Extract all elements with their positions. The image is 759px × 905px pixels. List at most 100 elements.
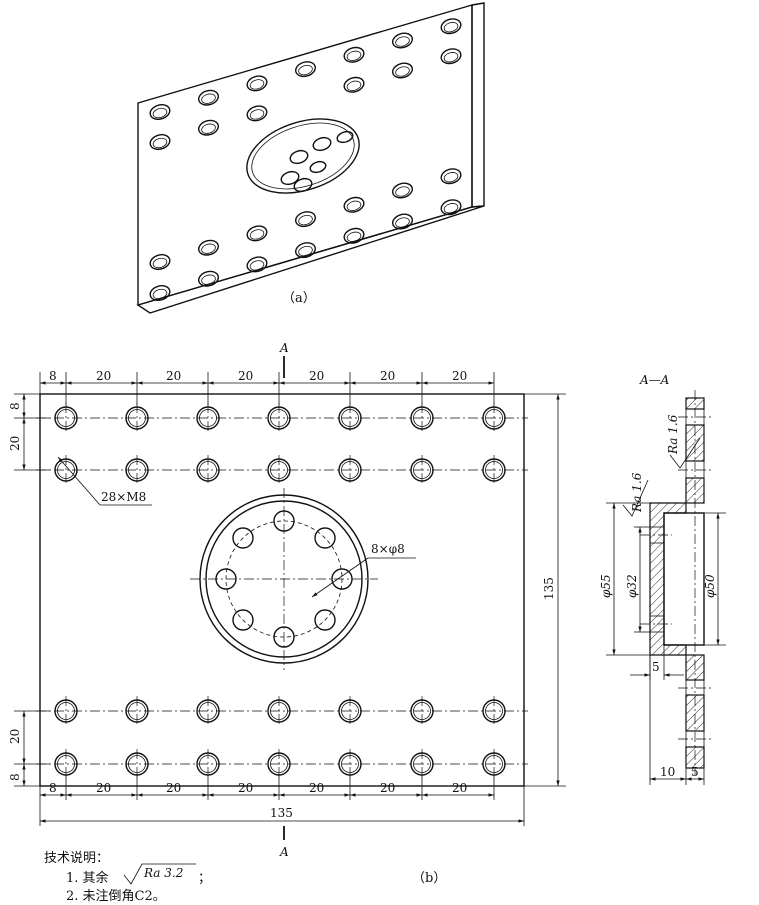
center-boss: [190, 488, 378, 670]
leader-m8: 28×M8: [57, 456, 152, 506]
dim-10: 10: [660, 765, 675, 779]
iso-hole: [391, 182, 414, 199]
m8-hole: [410, 403, 434, 433]
bottom-dimension-chain: 8 20 20 20 20 20 20 135: [39, 775, 525, 826]
iso-hole: [294, 61, 317, 78]
iso-hole: [197, 270, 220, 287]
dim-top-6: 20: [452, 369, 467, 383]
front-view: A A 28×M8 8×φ8: [8, 341, 566, 886]
iso-hole: [440, 199, 462, 216]
top-dimension-chain: 8 20 20 20 20 20 20: [39, 369, 495, 405]
plate-seg-5: [685, 694, 705, 732]
iso-hole: [391, 62, 414, 79]
left-dimension-chain: 8 20 20 8: [8, 393, 50, 787]
dim-bottom-4: 20: [309, 781, 324, 795]
dim-bottom-2: 20: [166, 781, 181, 795]
notes-roughness: Ra 3.2: [143, 866, 183, 880]
m8-hole: [410, 455, 434, 485]
roughness-symbol-2: Ra 1.6: [622, 472, 649, 517]
m8-hole: [125, 403, 149, 433]
notes-line1-suffix: ；: [198, 871, 211, 886]
section-letter-bottom: A: [279, 845, 289, 859]
iso-hole: [294, 242, 317, 259]
m8-hole: [267, 696, 291, 726]
iso-hole: [343, 46, 365, 63]
phi8-hole: [273, 510, 295, 532]
iso-hole: [149, 254, 171, 270]
iso-hole: [343, 76, 365, 93]
svg-text:Ra 1.6: Ra 1.6: [630, 472, 644, 513]
dim-phi32: φ32: [625, 574, 639, 598]
m8-hole: [54, 455, 78, 485]
dim-5-mid: 5: [652, 660, 660, 674]
notes-line2: 2. 未注倒角C2。: [66, 889, 166, 904]
phi8-hole: [273, 626, 295, 648]
phi8-hole: [232, 527, 254, 549]
figure-b-label: （b）: [412, 871, 446, 886]
dim-phi50: φ50: [703, 574, 717, 598]
m8-hole: [54, 696, 78, 726]
iso-hole: [197, 239, 220, 256]
label-28xm8: 28×M8: [101, 490, 146, 504]
dim-5-bottom: 5: [691, 765, 699, 779]
m8-hole: [125, 455, 149, 485]
iso-hole: [197, 119, 220, 136]
iso-hole: [391, 213, 414, 230]
iso-center-boss: [246, 118, 360, 194]
label-8xphi8: 8×φ8: [371, 542, 405, 556]
right-dimension: 135: [524, 393, 566, 787]
m8-hole: [125, 696, 149, 726]
dim-bottom-6: 20: [452, 781, 467, 795]
dim-top-2: 20: [166, 369, 181, 383]
iso-hole: [294, 211, 317, 228]
iso-hole: [149, 285, 171, 301]
section-length-dims: 5 10 5: [630, 645, 705, 785]
svg-text:Ra 1.6: Ra 1.6: [666, 414, 680, 455]
m8-hole: [196, 455, 220, 485]
phi8-hole: [314, 609, 336, 631]
iso-hole: [149, 104, 171, 120]
dim-bottom-0: 8: [49, 781, 57, 795]
hole-center-lines: [36, 417, 528, 765]
section-title: A—A: [639, 373, 670, 387]
isometric-view: （a）: [136, 2, 485, 314]
iso-hole: [246, 75, 268, 92]
m8-hole: [338, 403, 362, 433]
plate-front-face: [137, 4, 473, 306]
m8-hole: [482, 403, 506, 433]
iso-hole: [246, 256, 268, 273]
iso-hole: [343, 227, 365, 244]
m8-hole: [54, 403, 78, 433]
leader-phi8: 8×φ8: [311, 542, 416, 598]
m8-hole: [482, 455, 506, 485]
m8-hole: [482, 696, 506, 726]
section-view: A—A φ55: [599, 373, 726, 785]
phi8-hole: [314, 527, 336, 549]
dim-phi55: φ55: [599, 574, 613, 598]
phi8-hole: [232, 609, 254, 631]
bore: [663, 512, 705, 646]
iso-hole: [343, 196, 365, 213]
dim-left-top-0: 8: [8, 402, 22, 410]
roughness-symbol-1: Ra 1.6: [666, 414, 701, 469]
dim-total-height: 135: [542, 577, 556, 600]
m8-hole: [196, 696, 220, 726]
iso-hole: [246, 105, 268, 122]
technical-notes: 技术说明： 1. 其余 Ra 3.2 ； 2. 未注倒角C2。: [44, 851, 211, 904]
dim-total-width: 135: [270, 806, 293, 820]
iso-hole: [149, 134, 171, 150]
iso-hole: [440, 48, 462, 65]
iso-hole: [391, 32, 414, 49]
iso-holes: [149, 18, 462, 301]
roughness-symbol-general: [123, 863, 196, 885]
iso-hole: [197, 89, 220, 106]
m8-hole: [338, 696, 362, 726]
plate-hole-gaps: [678, 409, 712, 747]
iso-hole: [246, 225, 268, 242]
notes-line1-prefix: 1. 其余: [66, 870, 109, 886]
dim-top-3: 20: [238, 369, 253, 383]
dim-bottom-1: 20: [96, 781, 111, 795]
figure-a-label: （a）: [282, 291, 316, 306]
phi8-hole: [331, 568, 353, 590]
